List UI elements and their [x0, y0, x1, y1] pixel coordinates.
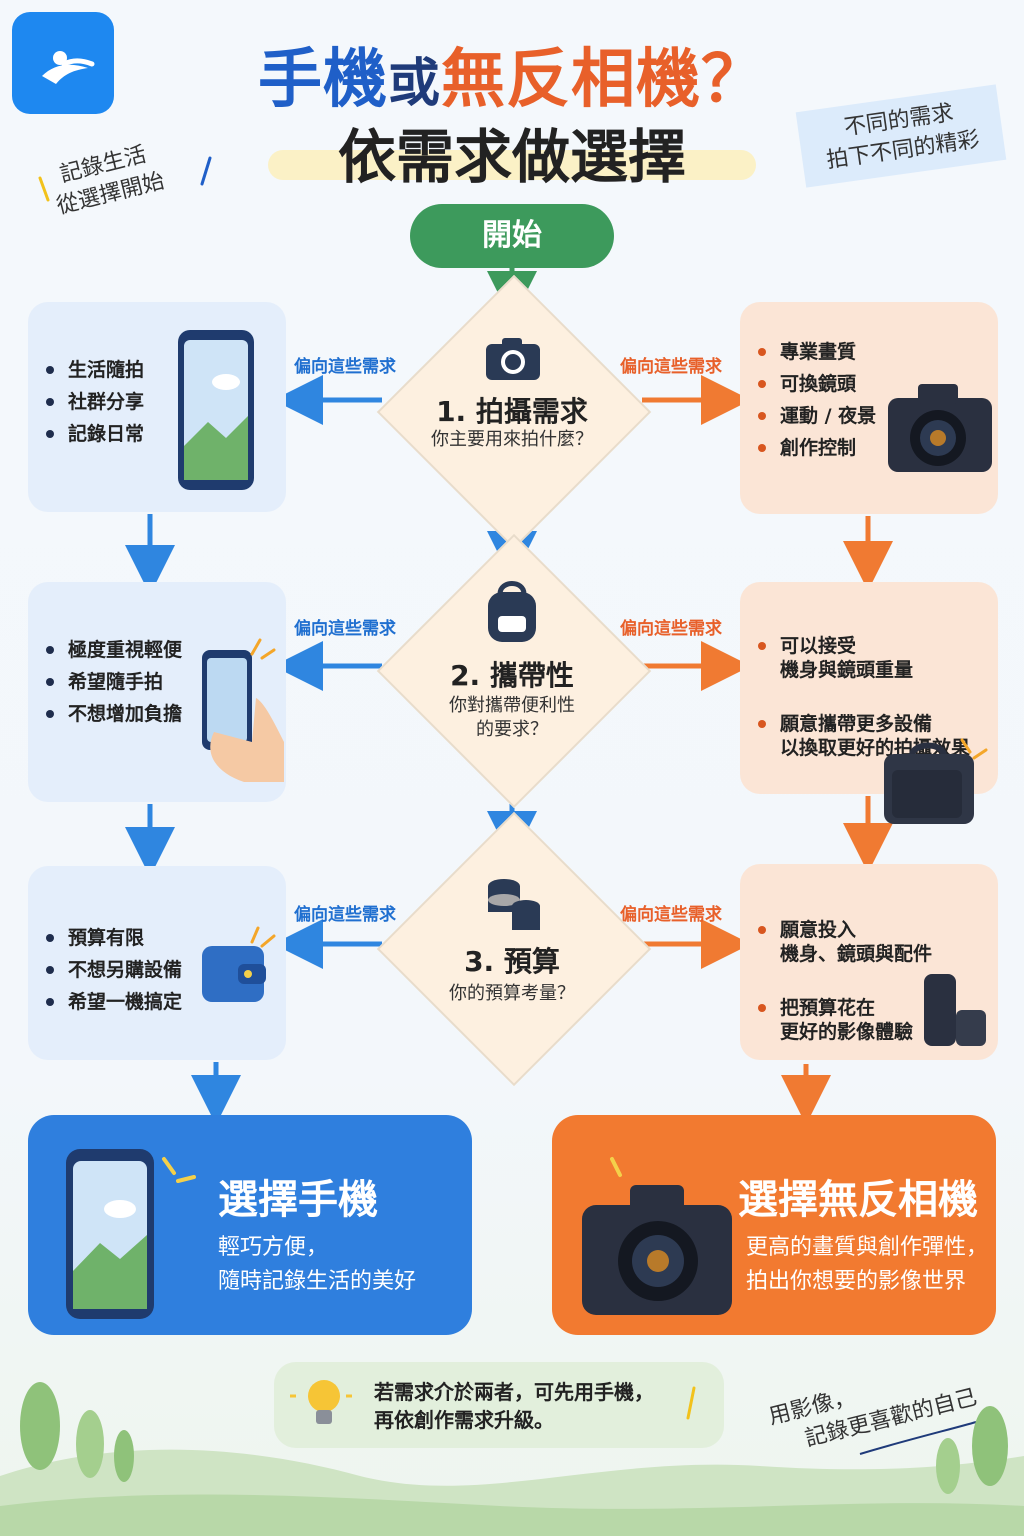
- result-camera-desc-line1: 更高的畫質與創作彈性，: [746, 1235, 989, 1260]
- result-phone-title: 選擇手機: [218, 1177, 378, 1223]
- page-subtitle: 依需求做選擇: [337, 123, 686, 191]
- camera-bag-icon: [884, 742, 974, 824]
- title-camera: 無反相機？: [441, 43, 766, 117]
- decision-2-question-line1: 你對攜帶便利性: [449, 695, 575, 716]
- start-node: 開始: [410, 204, 614, 268]
- list-item: 極度重視輕便: [34, 638, 182, 662]
- list-item: 運動 / 夜景: [746, 404, 876, 428]
- coins-icon: [488, 879, 540, 930]
- step2-phone-panel: 極度重視輕便 希望隨手拍 不想增加負擔: [28, 582, 286, 802]
- list-item: 希望一機搞定: [34, 990, 182, 1014]
- accent-mark: [686, 1386, 696, 1420]
- edge-label-3-right: 偏向這些需求: [620, 905, 722, 925]
- edge-label-1-left: 偏向這些需求: [294, 357, 396, 377]
- spark-icon: [960, 738, 988, 760]
- phone-icon: [178, 330, 254, 490]
- list-item: 希望隨手拍: [34, 670, 182, 694]
- decision-1-title: 1. 拍攝需求: [436, 395, 588, 428]
- logo-icon: [42, 51, 95, 84]
- spark-icon: [250, 638, 276, 660]
- title-highlight: [268, 150, 756, 180]
- decision-3-title: 3. 預算: [464, 945, 560, 978]
- edge-label-1-right: 偏向這些需求: [620, 357, 722, 377]
- list-item: 不想另購設備: [34, 958, 182, 982]
- list-item: 記錄日常: [34, 422, 144, 446]
- list-item: 預算有限: [34, 926, 182, 950]
- spark-icon: [610, 1157, 622, 1177]
- dslr-icon: [888, 384, 992, 472]
- decision-2-question-line2: 的要求？: [476, 719, 548, 740]
- accent-mark-left: [38, 156, 212, 202]
- list-item: 願意投入 機身、鏡頭與配件: [746, 918, 932, 966]
- app-logo: [12, 12, 114, 114]
- decision-1-question: 你主要用來拍什麼？: [431, 429, 593, 450]
- list-item: 專業畫質: [746, 340, 876, 364]
- result-camera-title: 選擇無反相機: [738, 1177, 978, 1223]
- list-item: 可換鏡頭: [746, 372, 876, 396]
- spark-icon: [250, 926, 276, 948]
- spark-icon: [162, 1157, 196, 1183]
- decision-2-question: 你對攜帶便利性 的要求？: [382, 694, 642, 742]
- list-item: 社群分享: [34, 390, 144, 414]
- list-item: 願意攜帶更多設備 以換取更好的拍攝效果: [746, 712, 970, 760]
- result-camera-card: 選擇無反相機 更高的畫質與創作彈性， 拍出你想要的影像世界: [552, 1115, 996, 1335]
- step3-phone-panel: 預算有限 不想另購設備 希望一機搞定: [28, 866, 286, 1060]
- title-phone: 手機: [257, 43, 388, 117]
- tip-box: 若需求介於兩者，可先用手機， 再依創作需求升級。: [274, 1362, 724, 1448]
- camera-icon: [486, 338, 540, 380]
- edge-label-2-left: 偏向這些需求: [294, 619, 396, 639]
- list-item: 不想增加負擔: [34, 702, 182, 726]
- step1-phone-panel: 生活隨拍 社群分享 記錄日常: [28, 302, 286, 512]
- lightbulb-icon: [290, 1380, 352, 1424]
- lens-icon: [924, 974, 986, 1046]
- phone-icon: [66, 1149, 154, 1319]
- result-camera-desc-line2: 拍出你想要的影像世界: [746, 1269, 967, 1294]
- decision-3-question: 你的預算考量？: [449, 983, 575, 1004]
- decision-2-title: 2. 攜帶性: [450, 659, 574, 692]
- tip-line1: 若需求介於兩者，可先用手機，: [374, 1380, 654, 1404]
- title-or: 或: [387, 54, 441, 114]
- backpack-icon: [488, 581, 536, 642]
- result-phone-desc: 輕巧方便， 隨時記錄生活的美好: [218, 1231, 416, 1299]
- wallet-icon: [202, 946, 266, 1002]
- result-phone-card: 選擇手機 輕巧方便， 隨時記錄生活的美好: [28, 1115, 472, 1335]
- underline-stroke: [859, 1421, 977, 1455]
- list-item: 可以接受 機身與鏡頭重量: [746, 634, 970, 682]
- list-item: 把預算花在 更好的影像體驗: [746, 996, 932, 1044]
- edge-label-2-right: 偏向這些需求: [620, 619, 722, 639]
- dslr-icon: [582, 1185, 732, 1315]
- edge-label-3-left: 偏向這些需求: [294, 905, 396, 925]
- page-title: 手機或無反相機？: [0, 28, 1024, 120]
- result-camera-desc: 更高的畫質與創作彈性， 拍出你想要的影像世界: [746, 1231, 988, 1299]
- result-phone-desc-line1: 輕巧方便，: [218, 1235, 329, 1260]
- step1-camera-panel: 專業畫質 可換鏡頭 運動 / 夜景 創作控制: [740, 302, 998, 514]
- landscape-decoration: [0, 1382, 1024, 1536]
- list-item: 創作控制: [746, 436, 876, 460]
- tip-line2: 再依創作需求升級。: [374, 1408, 554, 1432]
- tip-text: 若需求介於兩者，可先用手機， 再依創作需求升級。: [374, 1378, 654, 1434]
- result-phone-desc-line2: 隨時記錄生活的美好: [218, 1269, 417, 1294]
- hand-phone-icon: [202, 650, 284, 782]
- list-item: 生活隨拍: [34, 358, 144, 382]
